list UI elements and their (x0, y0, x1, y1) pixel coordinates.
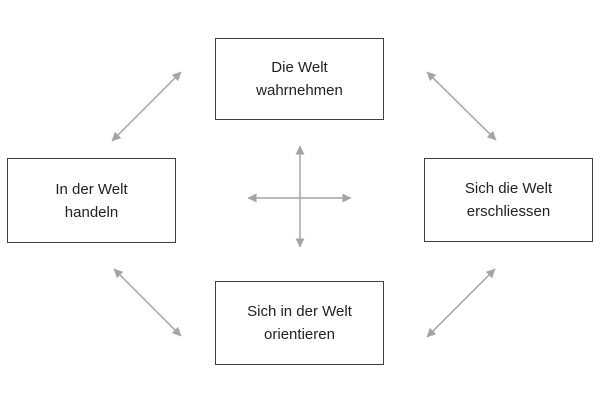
node-label: Die Welt wahrnehmen (256, 56, 343, 102)
node-label-line: Die Welt (271, 59, 328, 76)
node-label-line: Sich in der Welt (247, 303, 352, 320)
node-label-line: Sich die Welt (464, 180, 553, 197)
connector-diagonal-top-left (111, 71, 182, 142)
node-label-line: wahrnehmen (256, 82, 343, 99)
connector-diagonal-bottom-left (113, 268, 182, 337)
node-label-line: In der Welt (55, 180, 128, 198)
node-label: Sich in der Welt orientieren (247, 300, 352, 346)
node-label-line: erschliessen (466, 203, 551, 220)
node-label-line: orientieren (264, 326, 335, 343)
node-sich-die-welt-erschliessen: Sich die Welt erschliessen (424, 158, 593, 242)
node-label: In der Welt handeln (55, 178, 127, 224)
node-in-der-welt-handeln: In der Welt handeln (7, 158, 176, 243)
node-sich-in-der-welt-orientieren: Sich in der Welt orientieren (215, 281, 384, 365)
connector-diagonal-bottom-right (426, 268, 496, 338)
node-label: Sich die Welt erschliessen (465, 177, 552, 223)
connector-diagonal-top-right (426, 71, 497, 141)
node-die-welt-wahrnehmen: Die Welt wahrnehmen (215, 38, 384, 120)
node-label-line: handeln (64, 203, 119, 221)
